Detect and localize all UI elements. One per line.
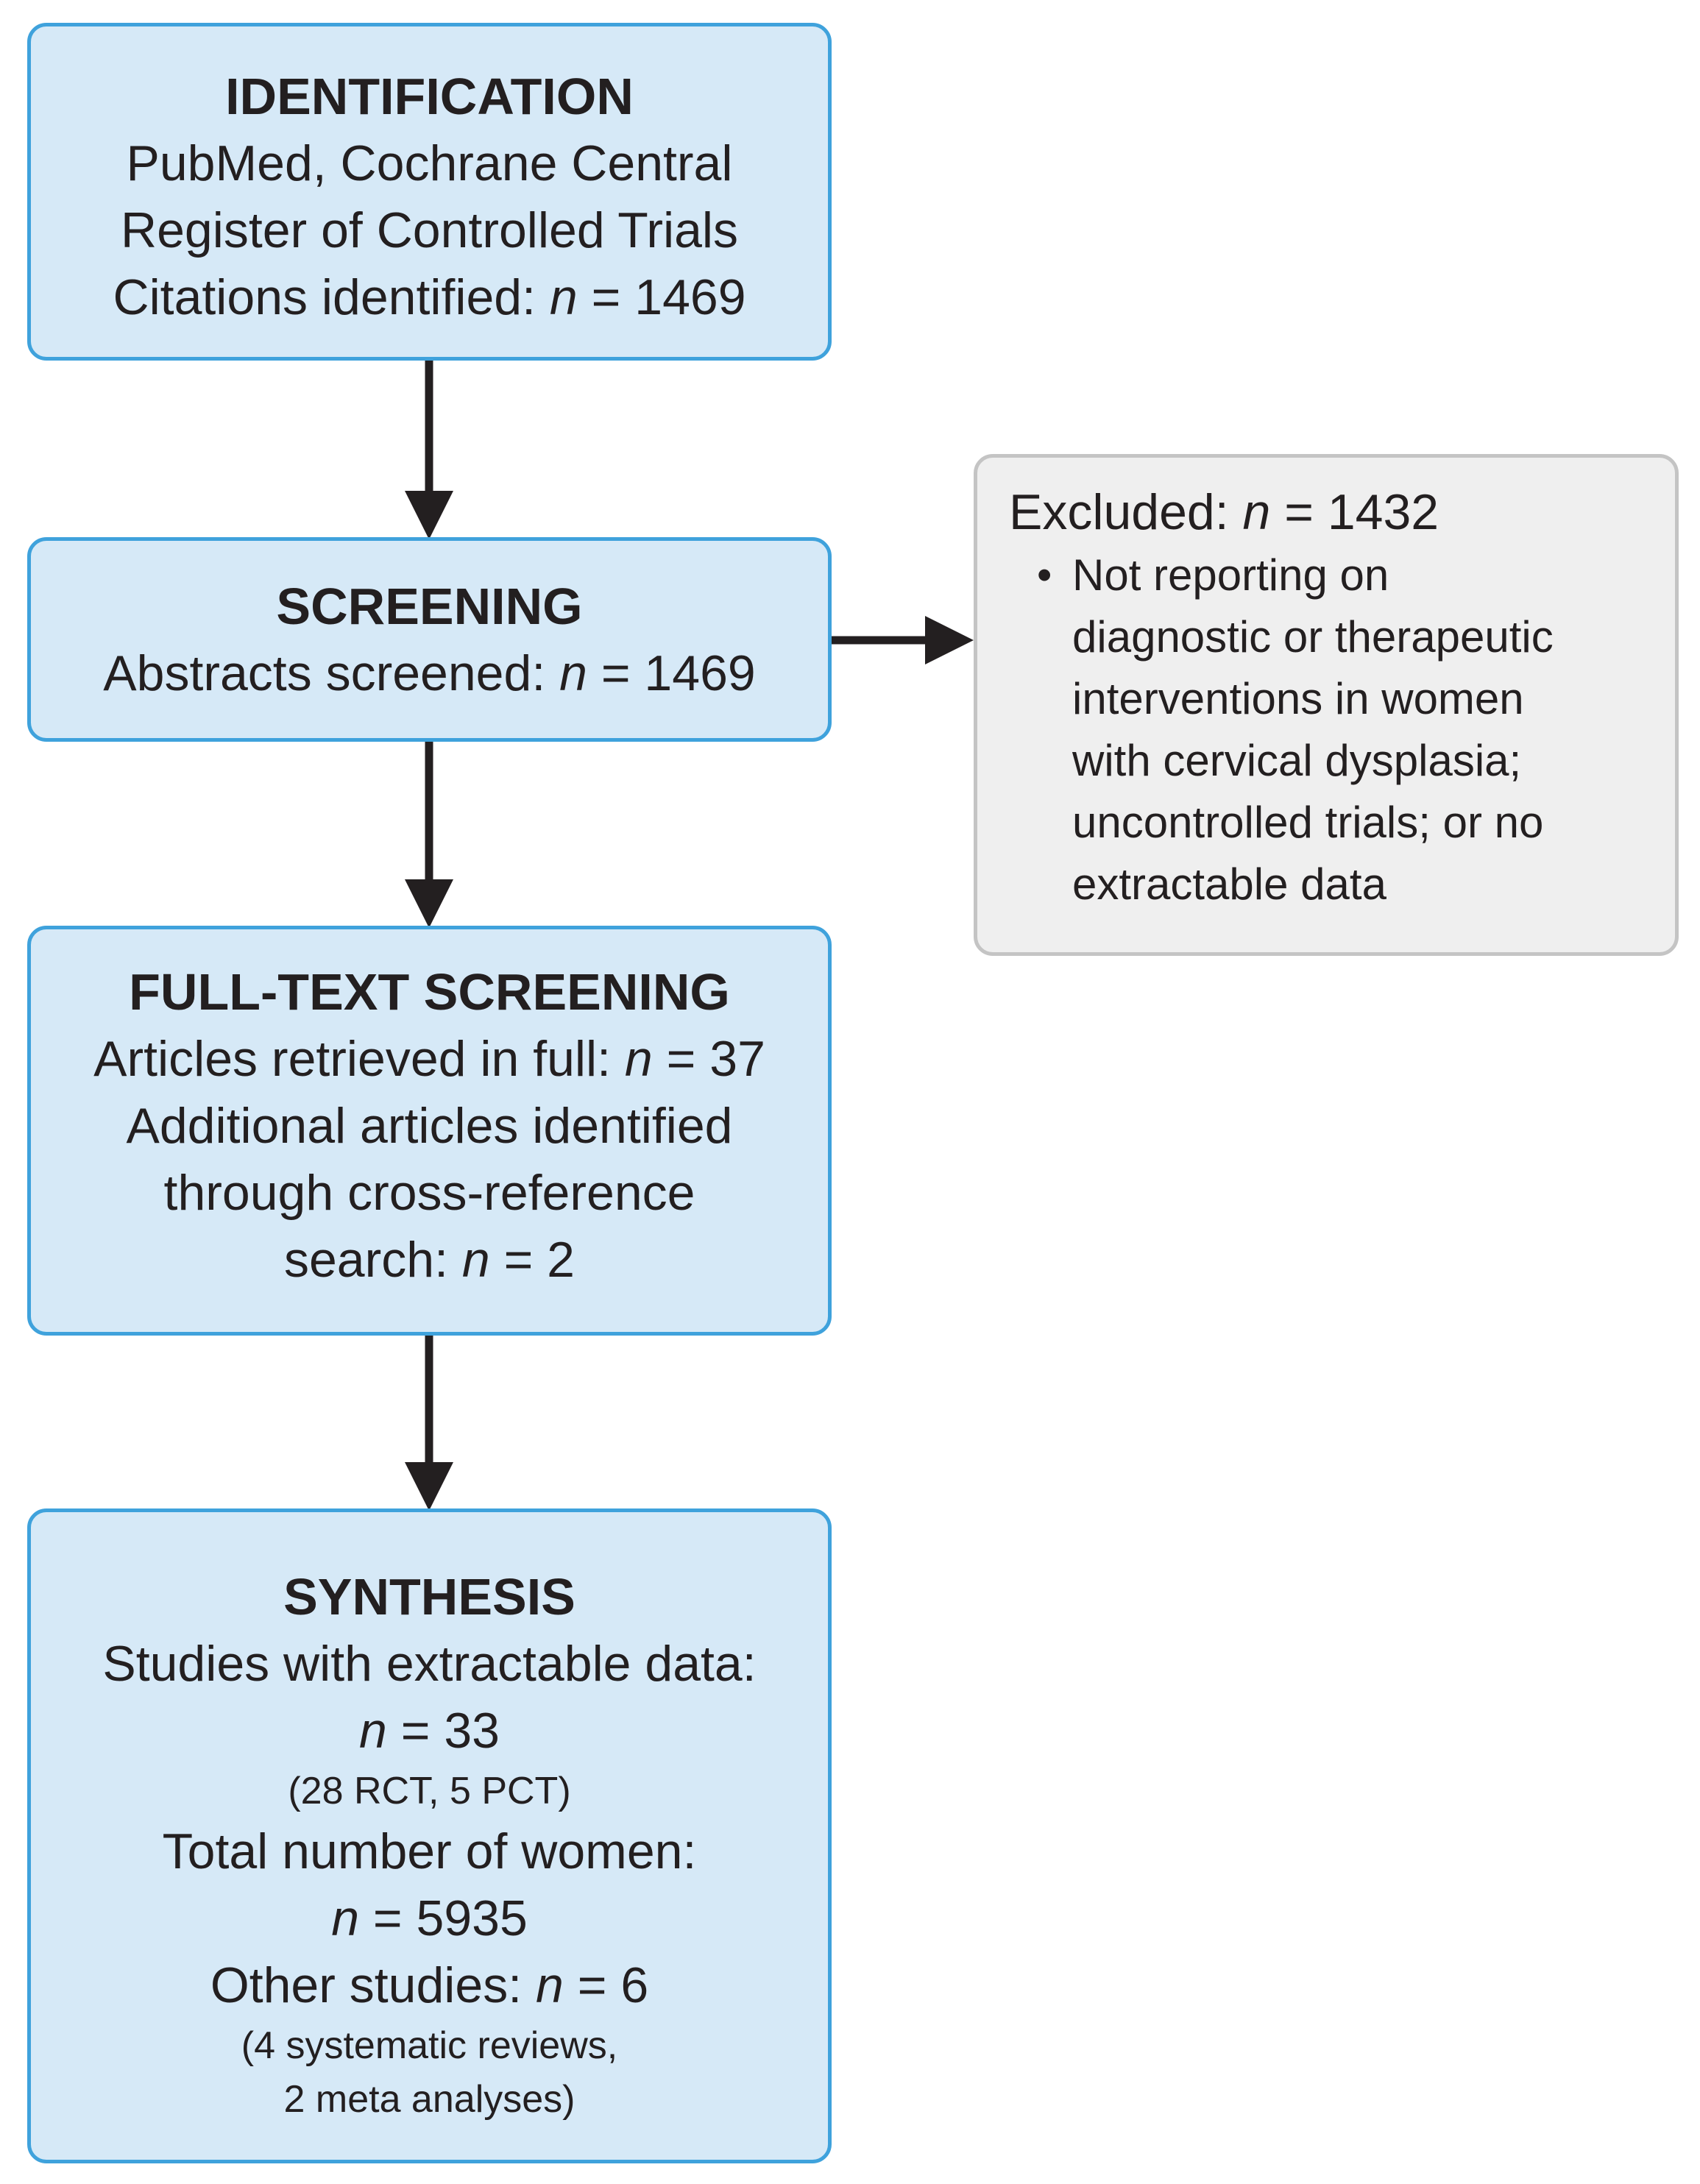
identification-line-2: Register of Controlled Trials xyxy=(120,202,738,258)
identification-heading: IDENTIFICATION xyxy=(225,68,634,125)
fulltext-retrieved: Articles retrieved in full: n = 37 xyxy=(93,1031,765,1087)
excluded-reason-line-5: uncontrolled trials; or no xyxy=(1072,798,1544,847)
excluded-reason-line-3: interventions in women xyxy=(1072,674,1524,723)
bullet-icon: • xyxy=(1037,551,1052,599)
synthesis-studies-label: Studies with extractable data: xyxy=(102,1636,757,1692)
identification-line-1: PubMed, Cochrane Central xyxy=(126,135,733,191)
fulltext-heading: FULL-TEXT SCREENING xyxy=(129,963,730,1021)
excluded-count: Excluded: n = 1432 xyxy=(1009,484,1439,540)
synthesis-women-label: Total number of women: xyxy=(162,1823,697,1879)
screening-abstracts: Abstracts screened: n = 1469 xyxy=(103,645,756,701)
synthesis-studies-count: n = 33 xyxy=(359,1703,500,1759)
excluded-reason-line-4: with cervical dysplasia; xyxy=(1072,736,1522,785)
fulltext-box: FULL-TEXT SCREENING Articles retrieved i… xyxy=(27,926,832,1336)
fulltext-additional-line-2: through cross-reference xyxy=(163,1165,695,1221)
excluded-reason-line-1: Not reporting on xyxy=(1072,550,1389,600)
synthesis-box: SYNTHESIS Studies with extractable data:… xyxy=(27,1508,832,2163)
fulltext-search: search: n = 2 xyxy=(283,1232,575,1288)
synthesis-other-breakdown-line-2: 2 meta analyses) xyxy=(283,2078,575,2121)
synthesis-heading: SYNTHESIS xyxy=(283,1568,575,1625)
fulltext-additional-line-1: Additional articles identified xyxy=(126,1098,733,1154)
excluded-reason: • Not reporting on diagnostic or therape… xyxy=(1009,545,1675,915)
screening-box: SCREENING Abstracts screened: n = 1469 xyxy=(27,537,832,742)
identification-citations: Citations identified: n = 1469 xyxy=(113,269,746,325)
identification-box: IDENTIFICATION PubMed, Cochrane Central … xyxy=(27,23,832,361)
synthesis-other-breakdown-line-1: (4 systematic reviews, xyxy=(241,2024,618,2067)
excluded-reason-line-6: extractable data xyxy=(1072,859,1386,909)
screening-heading: SCREENING xyxy=(276,578,583,635)
synthesis-studies-breakdown: (28 RCT, 5 PCT) xyxy=(288,1770,571,1812)
excluded-box: Excluded: n = 1432 • Not reporting on di… xyxy=(974,454,1679,956)
excluded-reason-line-2: diagnostic or therapeutic xyxy=(1072,612,1554,662)
synthesis-women-count: n = 5935 xyxy=(331,1890,528,1946)
synthesis-other-studies: Other studies: n = 6 xyxy=(210,1957,649,2013)
